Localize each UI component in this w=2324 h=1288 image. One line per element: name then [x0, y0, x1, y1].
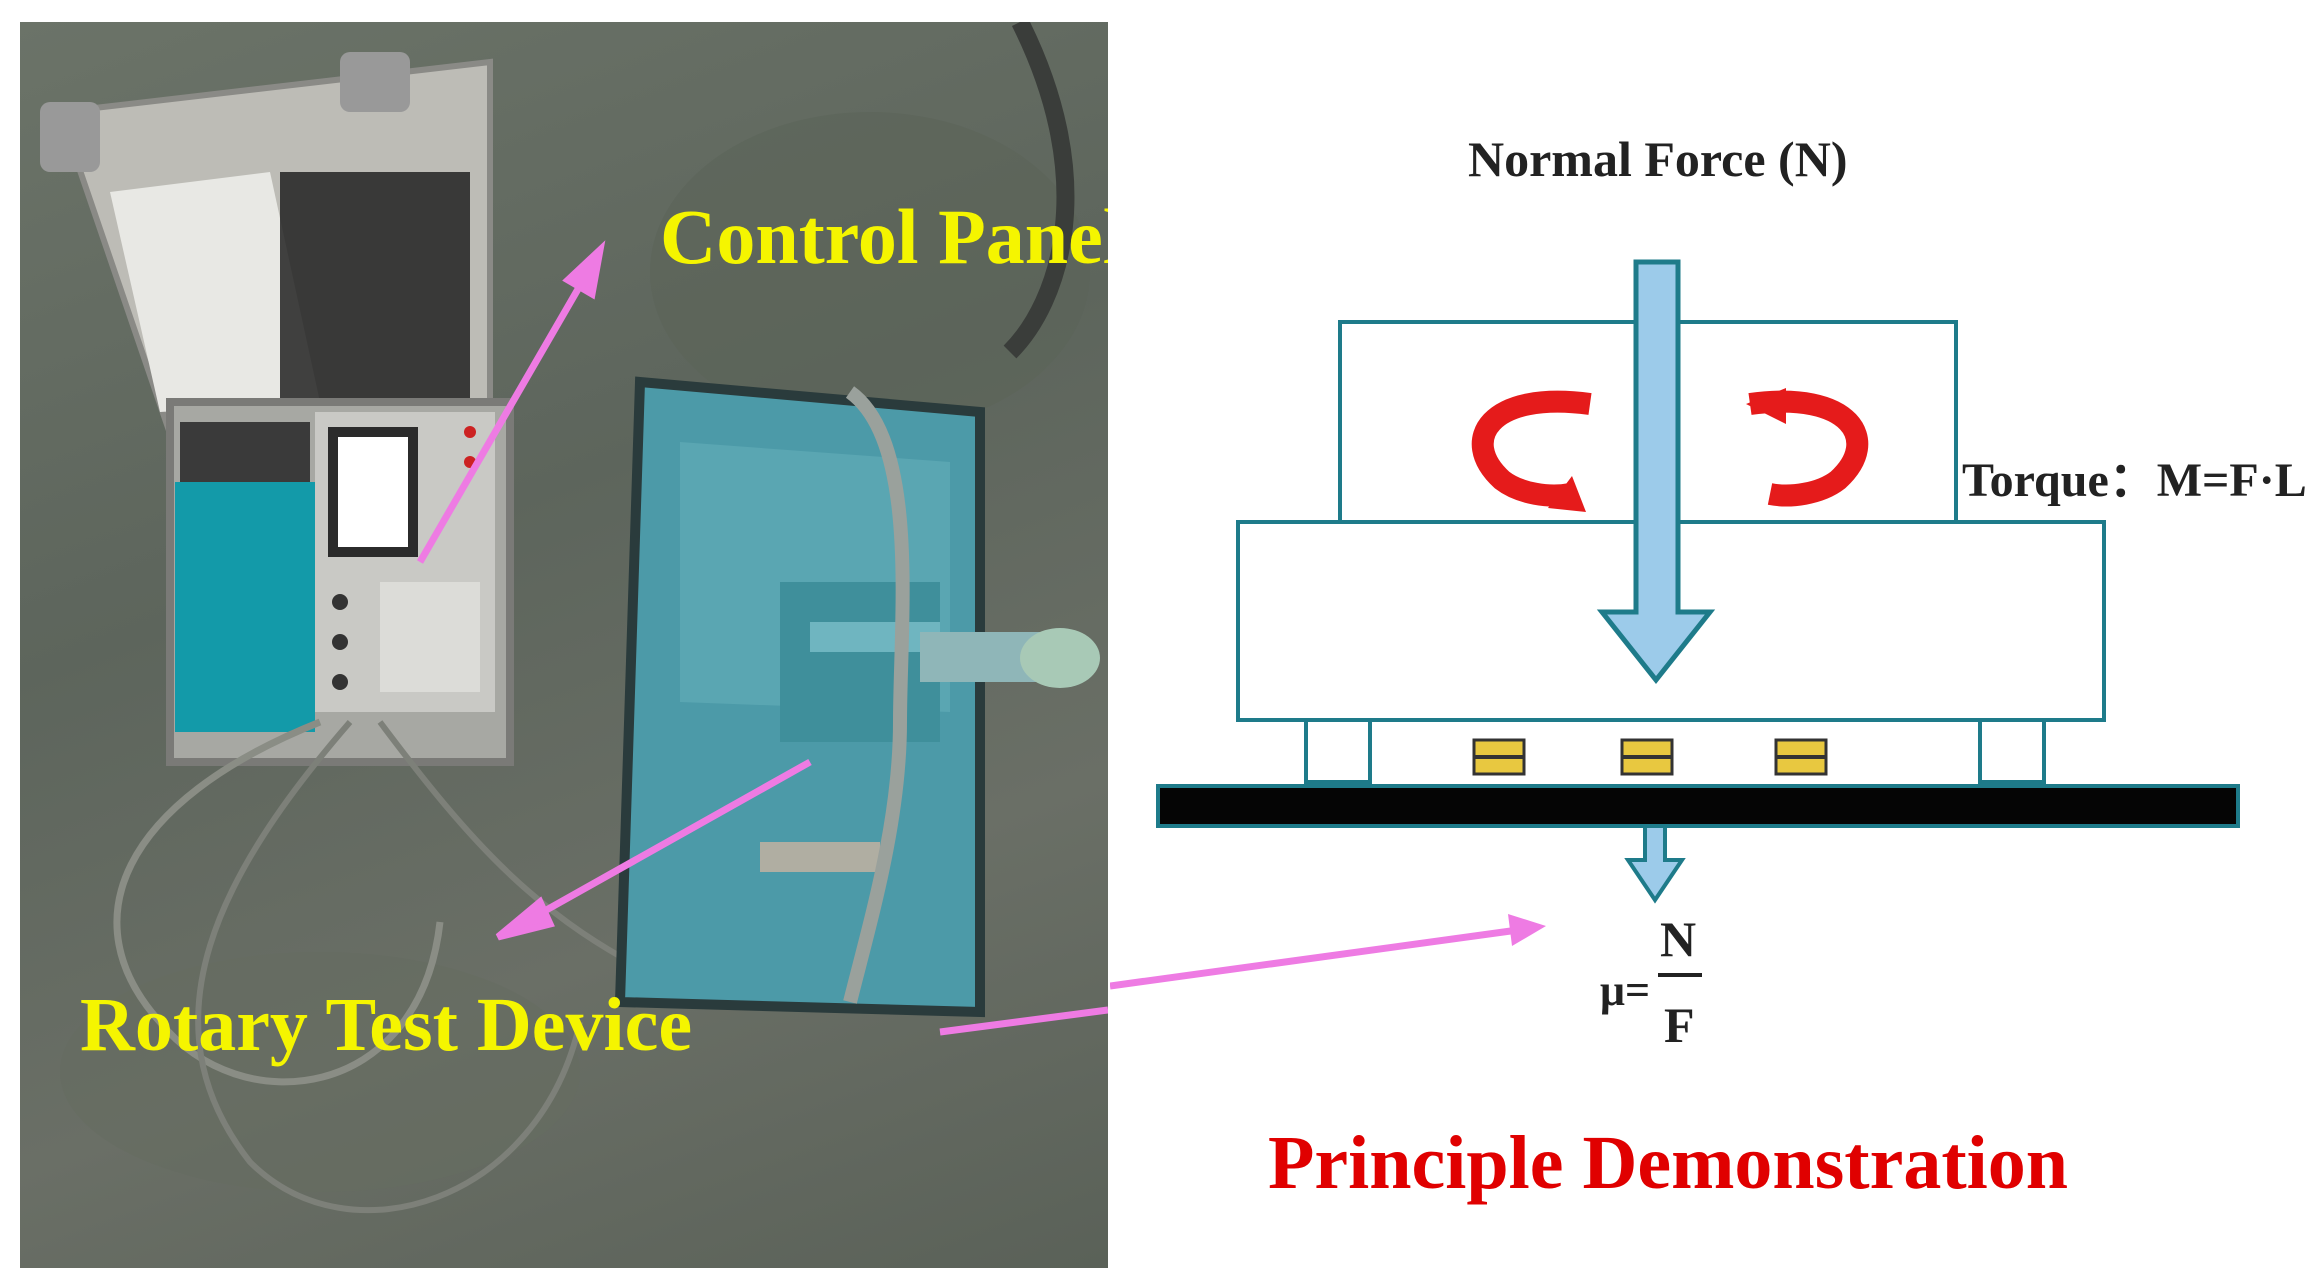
principle-title: Principle Demonstration [1268, 1121, 2069, 1205]
fraction-denominator: F [1664, 997, 1695, 1053]
normal-force-label: Normal Force (N) [1468, 131, 1848, 187]
formula-pointer-arrowhead [1508, 914, 1546, 946]
control-case [166, 398, 514, 766]
rotation-arrowhead-left [1548, 476, 1586, 512]
normal-force-arrow [1596, 259, 1716, 685]
ground-surface [1156, 784, 2240, 828]
case-lid [40, 52, 493, 496]
torque-label: Torque：M=F·L [1962, 454, 2307, 507]
device-photo: Control Panel Rotary Test Device [20, 22, 1108, 1268]
friction-force-arrow [1624, 824, 1686, 904]
left-foot [1304, 718, 1372, 784]
rotary-device [614, 376, 1100, 1018]
control-panel-label: Control Panel [660, 193, 1108, 280]
fraction-numerator: N [1660, 911, 1697, 967]
friction-coefficient-label: μ= [1600, 966, 1651, 1015]
principle-diagram [1110, 259, 2240, 990]
rotation-arrow-right [1748, 390, 1869, 507]
formula-pointer-arrow [1110, 926, 1519, 990]
rotary-test-device-label: Rotary Test Device [80, 983, 693, 1067]
rotation-arrowhead-right [1746, 388, 1786, 424]
rotation-arrow-left [1471, 390, 1592, 507]
device-photo-illustration [40, 22, 1108, 1213]
annotation-arrows [416, 240, 1108, 1036]
rubber-pads [1472, 738, 1828, 776]
right-foot [1978, 718, 2046, 784]
